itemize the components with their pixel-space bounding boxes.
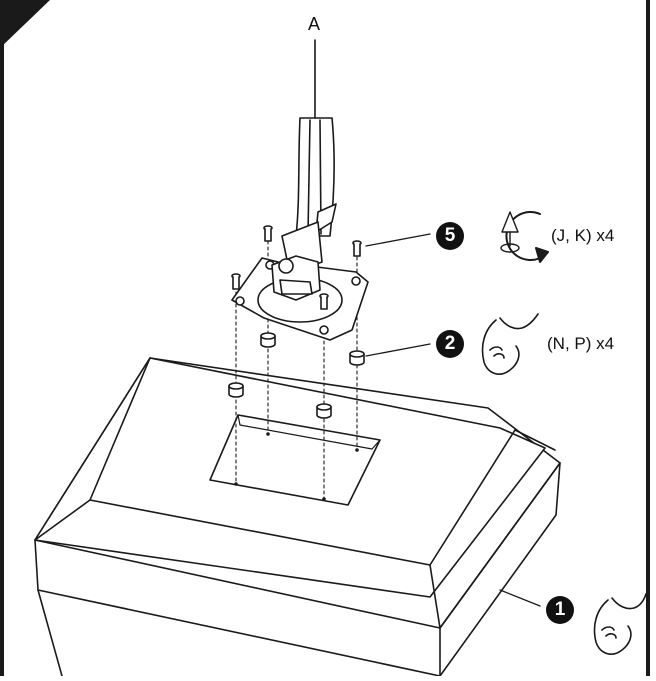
spacer-3 xyxy=(316,403,332,419)
callout-spacers-np: (N, P) x4 xyxy=(547,334,615,353)
step-badge-1: 1 xyxy=(546,596,574,624)
step-badge-5: 5 xyxy=(436,222,464,250)
spacers xyxy=(228,332,365,419)
screwdriver-rotate-icon xyxy=(500,211,549,263)
leader-lines xyxy=(365,233,541,607)
mounting-recess xyxy=(209,414,381,506)
callout-screws-jk: (J, K) x4 xyxy=(551,226,615,245)
screw-3 xyxy=(319,293,329,310)
screw-4 xyxy=(352,240,362,257)
screw-2 xyxy=(263,225,273,242)
part-label-a: A xyxy=(308,14,321,34)
spacer-2 xyxy=(260,332,276,348)
spacer-1 xyxy=(228,382,244,398)
hand-insert-icon xyxy=(481,313,539,375)
monitor-base xyxy=(34,357,561,677)
tilt-joint xyxy=(271,221,323,301)
screws xyxy=(231,225,362,310)
arm-pole xyxy=(295,39,337,237)
hand-insert-icon-2 xyxy=(593,593,647,655)
spacer-4 xyxy=(349,350,365,366)
step-badge-2: 2 xyxy=(436,330,464,358)
screw-hole-dots xyxy=(234,432,359,501)
screw-1 xyxy=(231,273,241,290)
